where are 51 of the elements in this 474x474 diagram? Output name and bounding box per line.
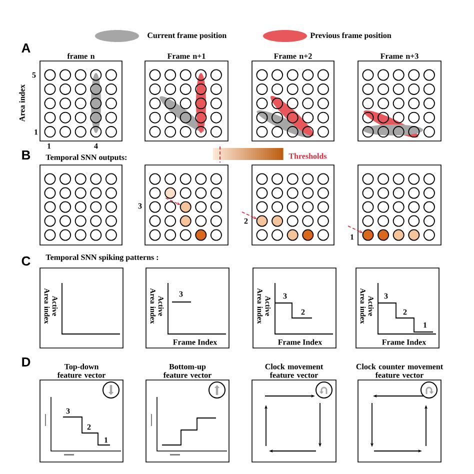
label-text: Area index bbox=[19, 84, 25, 122]
label-text: 3 bbox=[283, 293, 287, 299]
panel-box bbox=[40, 380, 124, 462]
legend-text: Previous frame position bbox=[310, 32, 392, 40]
panel-box bbox=[358, 164, 442, 246]
panel-letter: D bbox=[22, 358, 30, 366]
label-text: Frame Index bbox=[173, 339, 218, 345]
label-text: 3 bbox=[138, 203, 142, 209]
label-text: 3 bbox=[384, 293, 388, 299]
panel-box bbox=[252, 164, 334, 246]
panel-box bbox=[146, 380, 230, 462]
label-text: Temporal SNN spiking patterns : bbox=[46, 254, 158, 262]
panel-box bbox=[356, 268, 440, 348]
threshold-label: Thresholds bbox=[288, 153, 327, 159]
panel-box bbox=[146, 268, 230, 348]
panel-box bbox=[252, 268, 336, 348]
label-text: 2 bbox=[301, 309, 305, 315]
panel-box bbox=[252, 60, 334, 142]
label-text: Frame Index bbox=[278, 339, 322, 345]
legend-text: Current frame position bbox=[148, 32, 226, 40]
panel-box bbox=[144, 164, 228, 246]
label-text: Temporal SNN outputs: bbox=[46, 154, 126, 162]
panel-heading: Frame n+2 bbox=[274, 53, 312, 59]
panel-box bbox=[40, 60, 122, 142]
label-text: Frame Index bbox=[382, 339, 426, 345]
panel-heading: Frame n+1 bbox=[167, 53, 206, 59]
panel-heading: Clock counter movement feature vector bbox=[356, 364, 444, 378]
panel-box bbox=[144, 60, 228, 142]
panel-box bbox=[40, 268, 124, 348]
panel-heading: Top-down feature vector bbox=[57, 364, 106, 378]
panel-heading: frame n bbox=[67, 53, 95, 59]
panel-heading: Clock movement feature vector bbox=[265, 364, 324, 378]
panel-heading: Frame n+3 bbox=[380, 53, 418, 59]
label-text: 4 bbox=[94, 143, 98, 149]
panel-letter: B bbox=[22, 150, 30, 160]
label-text: 2 bbox=[244, 218, 248, 224]
label-text: 1 bbox=[350, 234, 354, 240]
panel-box bbox=[252, 380, 336, 462]
label-text: 1 bbox=[104, 437, 108, 443]
panel-heading: Bottom-up feature vector bbox=[163, 364, 212, 378]
panel-letter: A bbox=[22, 44, 30, 52]
label-text: 3 bbox=[179, 291, 183, 297]
label-text: 2 bbox=[403, 309, 407, 315]
label-text: 1 bbox=[424, 322, 427, 328]
panel-letter: C bbox=[22, 256, 30, 266]
panel-box bbox=[358, 60, 442, 142]
label-text: 3 bbox=[66, 408, 70, 414]
panel-box bbox=[358, 380, 442, 462]
label-text: 2 bbox=[87, 424, 91, 430]
panel-box bbox=[40, 164, 122, 246]
label-text: 1 bbox=[48, 143, 51, 149]
